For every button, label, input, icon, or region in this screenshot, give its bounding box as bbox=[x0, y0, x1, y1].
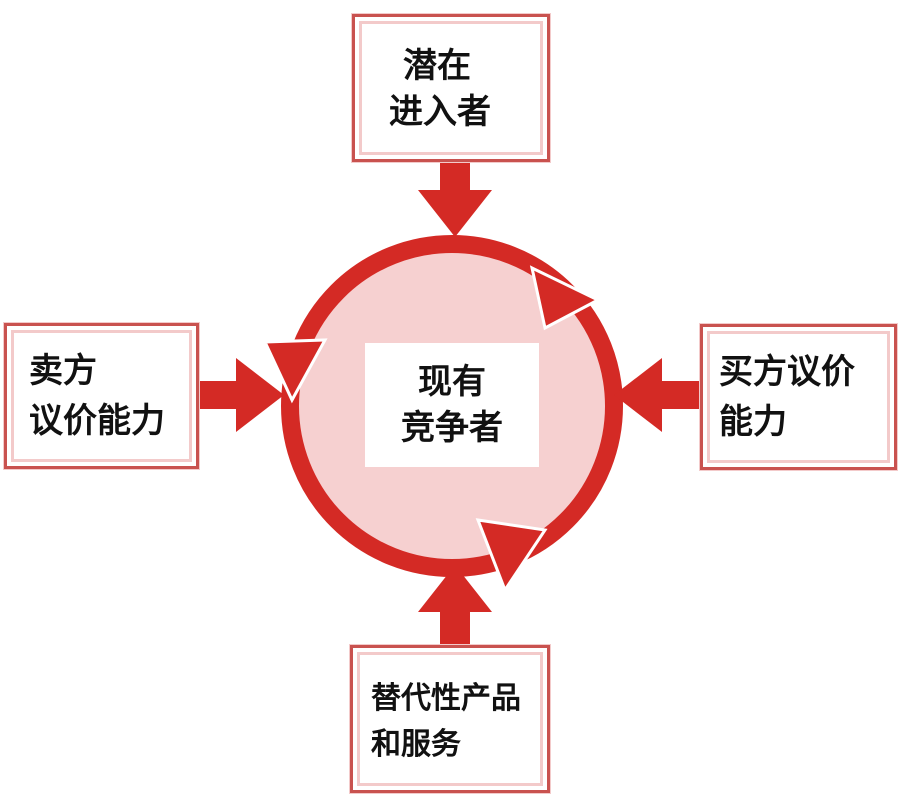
center-label-line1: 现有 bbox=[418, 362, 486, 402]
box-supplier-power: 卖方 议价能力 bbox=[4, 323, 199, 469]
right-line2: 能力 bbox=[719, 402, 787, 442]
box-potential-entrants: 潜在 进入者 bbox=[352, 14, 550, 162]
arrow-bottom bbox=[418, 565, 492, 650]
cycle-ring bbox=[281, 235, 623, 577]
center-label: 现有 竞争者 bbox=[365, 343, 539, 467]
right-line1: 买方议价 bbox=[719, 352, 855, 392]
arrow-top bbox=[418, 160, 492, 237]
left-line2: 议价能力 bbox=[29, 401, 165, 441]
cycle-arrowhead-upper-right bbox=[529, 265, 602, 331]
box-substitutes: 替代性产品 和服务 bbox=[350, 645, 550, 793]
arrow-right bbox=[614, 358, 702, 432]
cycle-arrowhead-left bbox=[262, 338, 328, 404]
box-buyer-power: 买方议价 能力 bbox=[700, 324, 897, 470]
left-line1: 卖方 bbox=[29, 351, 97, 391]
bottom-line2: 和服务 bbox=[371, 727, 461, 762]
cycle-arrowhead-lower-right bbox=[475, 518, 548, 594]
arrow-left bbox=[196, 358, 284, 432]
top-line2: 进入者 bbox=[389, 92, 491, 132]
bottom-line1: 替代性产品 bbox=[371, 681, 521, 716]
center-label-line2: 竞争者 bbox=[401, 408, 503, 448]
top-line1: 潜在 bbox=[403, 46, 471, 86]
